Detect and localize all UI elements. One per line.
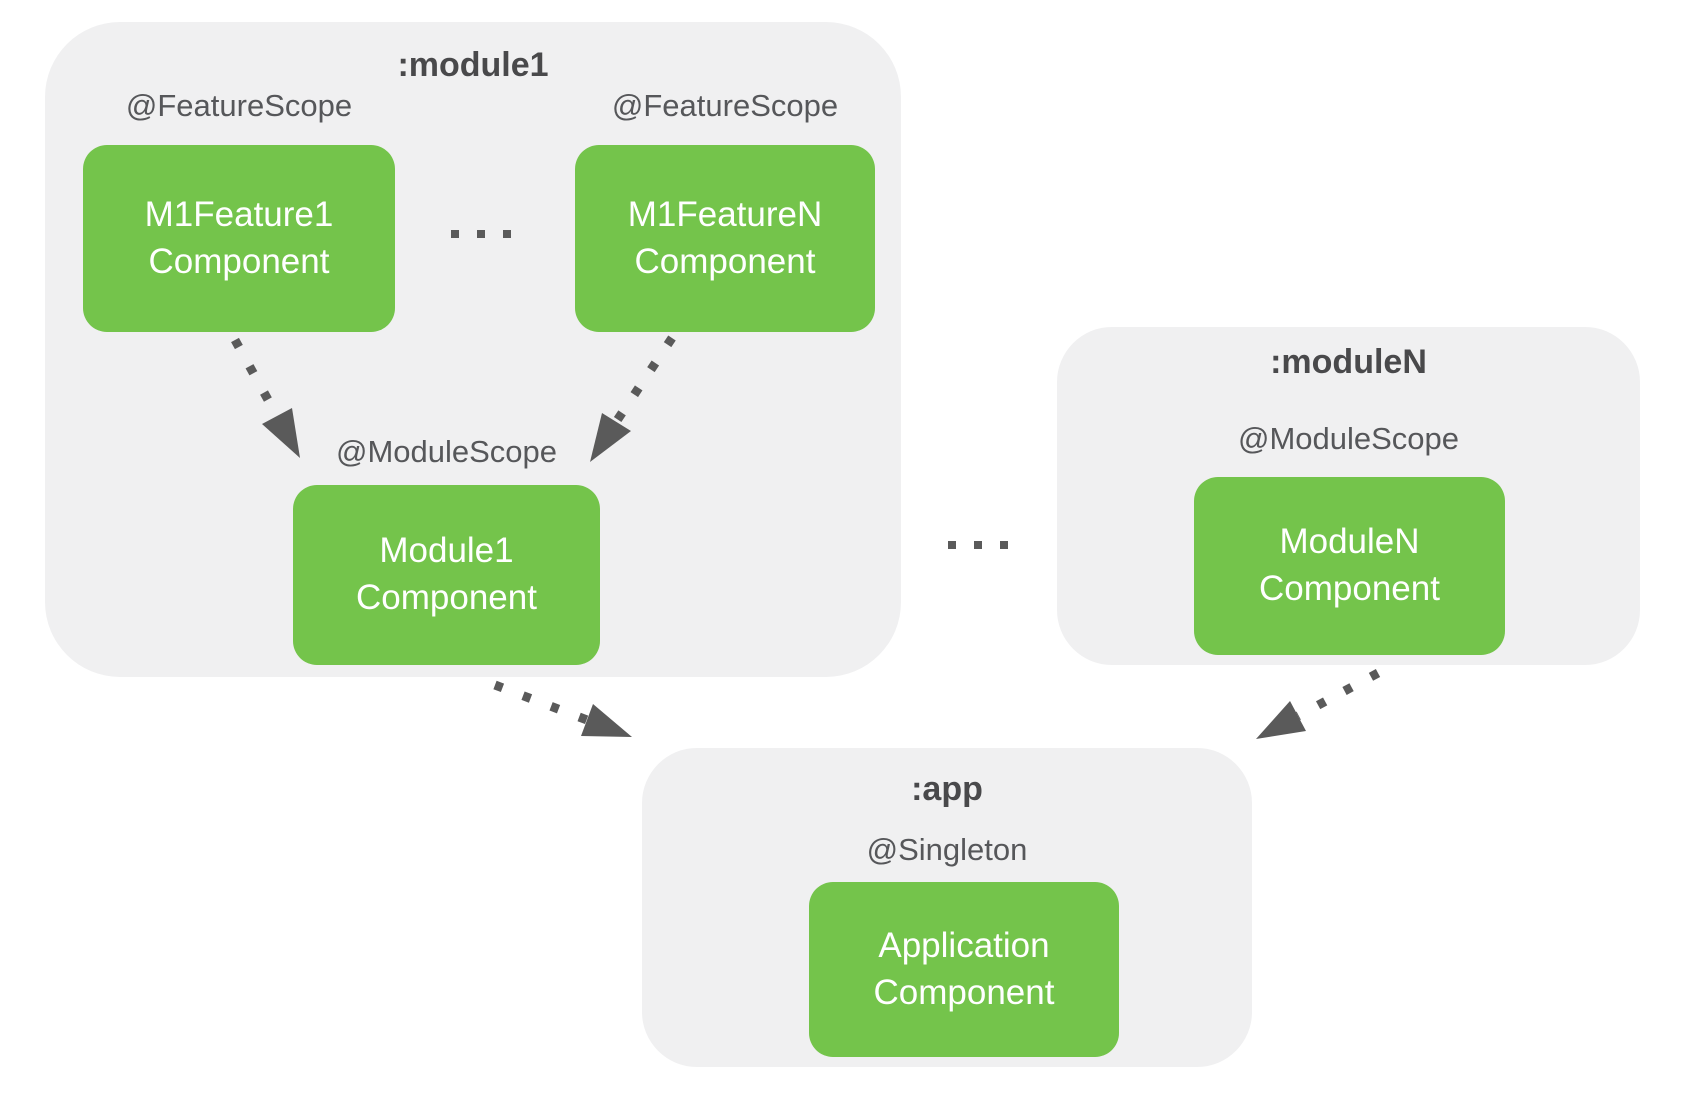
singleton-label: @Singleton: [866, 832, 1028, 867]
modules-ellipsis: [930, 541, 1026, 549]
ellipsis-dot: [974, 541, 982, 549]
module1-title: :module1: [397, 46, 549, 84]
ellipsis-dot: [503, 230, 511, 238]
m1featuren-name-line1: M1FeatureN: [627, 194, 823, 234]
application-name-line1: Application: [878, 925, 1050, 965]
modulen-name-line2: Component: [1259, 569, 1440, 608]
m1feature1-name-line2: Component: [148, 241, 330, 281]
ellipsis-dot: [477, 230, 485, 238]
app-title: :app: [911, 770, 983, 808]
application-component-node: Application Component: [809, 882, 1119, 1057]
moduleN-group: :moduleN @ModuleScope ModuleN Component: [1057, 327, 1640, 665]
moduleN-scope-label: @ModuleScope: [1237, 421, 1460, 456]
module1-name-line2: Component: [356, 578, 537, 617]
module-scope-label: @ModuleScope: [335, 434, 558, 469]
arrow-modulen-to-app-icon: [1256, 669, 1381, 739]
ellipsis-dot: [948, 541, 956, 549]
modulen-component-node: ModuleN Component: [1194, 477, 1505, 655]
module1-name-line1: Module1: [379, 531, 514, 571]
ellipsis-dot: [451, 230, 459, 238]
ellipsis-dot: [1000, 541, 1008, 549]
m1featuren-name-line2: Component: [634, 241, 816, 281]
feature-scope-label-2: @FeatureScope: [611, 88, 839, 123]
m1featuren-component-node: M1FeatureN Component: [575, 145, 875, 332]
module1-component-node: Module1 Component: [293, 485, 600, 665]
modulen-name-line1: ModuleN: [1279, 522, 1420, 562]
feature-scope-label-1: @FeatureScope: [125, 88, 353, 123]
application-name-line2: Component: [873, 972, 1055, 1012]
m1feature1-name-line1: M1Feature1: [144, 194, 334, 234]
m1feature1-component-node: M1Feature1 Component: [83, 145, 395, 332]
arrow-module1-to-app-icon: [493, 680, 632, 737]
module1-group: :module1 @FeatureScope M1Feature1 Compon…: [45, 22, 901, 677]
moduleN-title: :moduleN: [1270, 343, 1427, 381]
app-group: :app @Singleton Application Component: [642, 748, 1252, 1067]
features-ellipsis: [431, 230, 531, 238]
